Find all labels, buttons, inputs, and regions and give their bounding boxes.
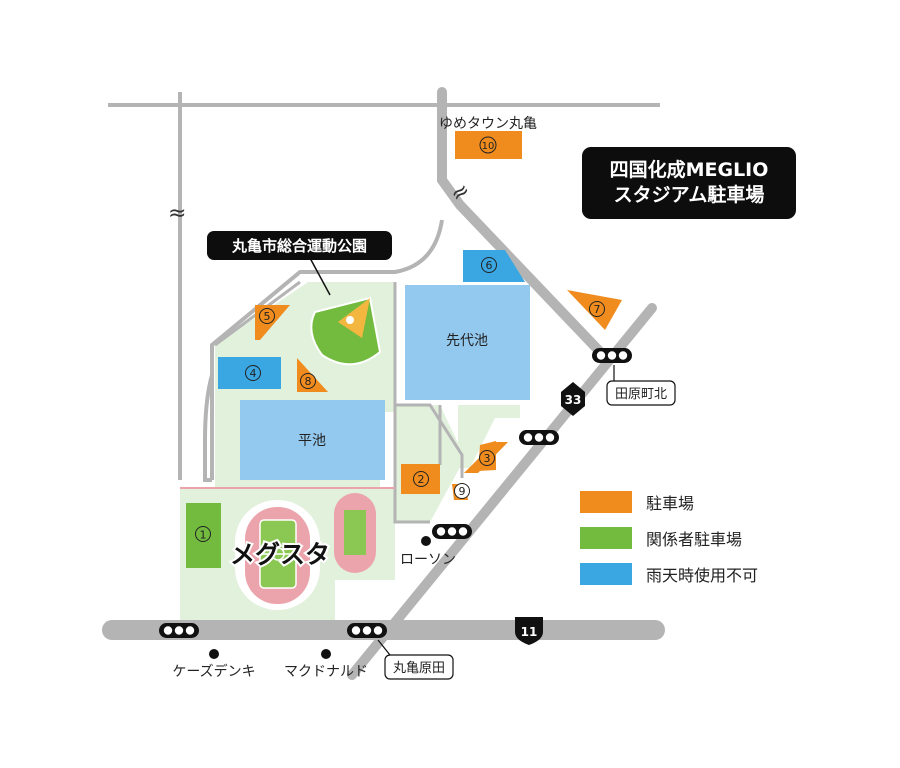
svg-text:7: 7: [594, 303, 601, 316]
landmark-mcdonalds: マクドナルド: [284, 664, 368, 680]
svg-text:6: 6: [486, 259, 493, 272]
landmark-ks-denki: ケーズデンキ: [172, 663, 255, 680]
svg-text:丸亀原田: 丸亀原田: [393, 661, 445, 676]
parking-lot-1: ① 1: [186, 503, 221, 568]
route-11-shield-icon: 11: [515, 617, 543, 645]
parking-lot-5: 5: [255, 305, 290, 340]
legend-item-staff-parking: 関係者駐車場: [580, 526, 742, 550]
landmark-dot-ks-denki: [209, 649, 219, 659]
map-title: 四国化成MEGLIO スタジアム駐車場: [582, 147, 796, 219]
parking-lot-7: 7: [567, 290, 622, 330]
legend-swatch: [580, 527, 632, 549]
traffic-signal-icon: [592, 348, 632, 363]
parking-lot-2: 2: [401, 464, 440, 494]
stadium-label: メグスタ: [230, 540, 330, 569]
parking-lot-8: 8: [297, 358, 328, 392]
parking-lot-6: 6: [463, 250, 525, 282]
pond-sendaiike-label: 先代池: [446, 333, 488, 349]
legend-item-parking: 駐車場: [580, 490, 694, 514]
landmark-youme-town: ゆめタウン丸亀: [439, 116, 537, 132]
svg-text:2: 2: [418, 473, 425, 486]
svg-text:1: 1: [200, 529, 207, 542]
diagonal-road: [347, 87, 657, 680]
legend-swatch: [580, 491, 632, 513]
traffic-signal-icon: [519, 430, 559, 445]
park-label-pointer: [309, 257, 331, 296]
svg-text:9: 9: [459, 485, 466, 498]
svg-text:33: 33: [565, 393, 582, 407]
map-title-line1: 四国化成MEGLIO: [609, 159, 769, 181]
parking-lot-3: 3: [464, 441, 508, 473]
svg-text:3: 3: [484, 452, 491, 465]
pond-hiraike: [240, 400, 385, 480]
map-title-line2: スタジアム駐車場: [613, 184, 765, 206]
stadium: [235, 500, 320, 610]
svg-text:10: 10: [482, 141, 495, 152]
baseball-field: [310, 296, 382, 366]
pond-hiraike-label: 平池: [298, 433, 326, 449]
break-mark-left: ≈: [168, 201, 186, 226]
svg-text:5: 5: [264, 310, 271, 323]
traffic-signal-icon: [347, 623, 387, 638]
park-name-label: 丸亀市総合運動公園: [207, 231, 392, 260]
parking-lot-4: 4: [218, 357, 281, 389]
traffic-signal-icon: [432, 524, 472, 539]
svg-text:4: 4: [250, 367, 257, 380]
landmark-lawson: ローソン: [400, 552, 456, 568]
traffic-signal-icon: [159, 623, 199, 638]
parking-lot-10: 10: [455, 131, 522, 159]
svg-text:11: 11: [521, 625, 538, 639]
intersection-callout-marugame-harada: 丸亀原田: [377, 639, 454, 680]
legend-label: 駐車場: [646, 494, 695, 513]
minor-roads: [108, 92, 660, 482]
svg-text:田原町北: 田原町北: [615, 387, 667, 402]
athletic-track: [334, 493, 376, 573]
legend-label: 雨天時使用不可: [646, 566, 759, 585]
svg-text:8: 8: [305, 375, 312, 388]
pond-sendaiike: [405, 285, 530, 400]
route-33-shield-icon: 33: [561, 382, 585, 416]
parking-lot-9: 9: [452, 483, 470, 500]
legend-swatch: [580, 563, 632, 585]
break-mark-top: ≈: [446, 177, 475, 208]
landmark-dot-lawson: [421, 536, 431, 546]
intersection-callout-tawaramachi-kita: 田原町北: [606, 365, 676, 406]
legend-label: 関係者駐車場: [646, 530, 743, 549]
landmark-dot-mcdonalds: [321, 649, 331, 659]
legend-item-no-rain: 雨天時使用不可: [580, 562, 758, 586]
